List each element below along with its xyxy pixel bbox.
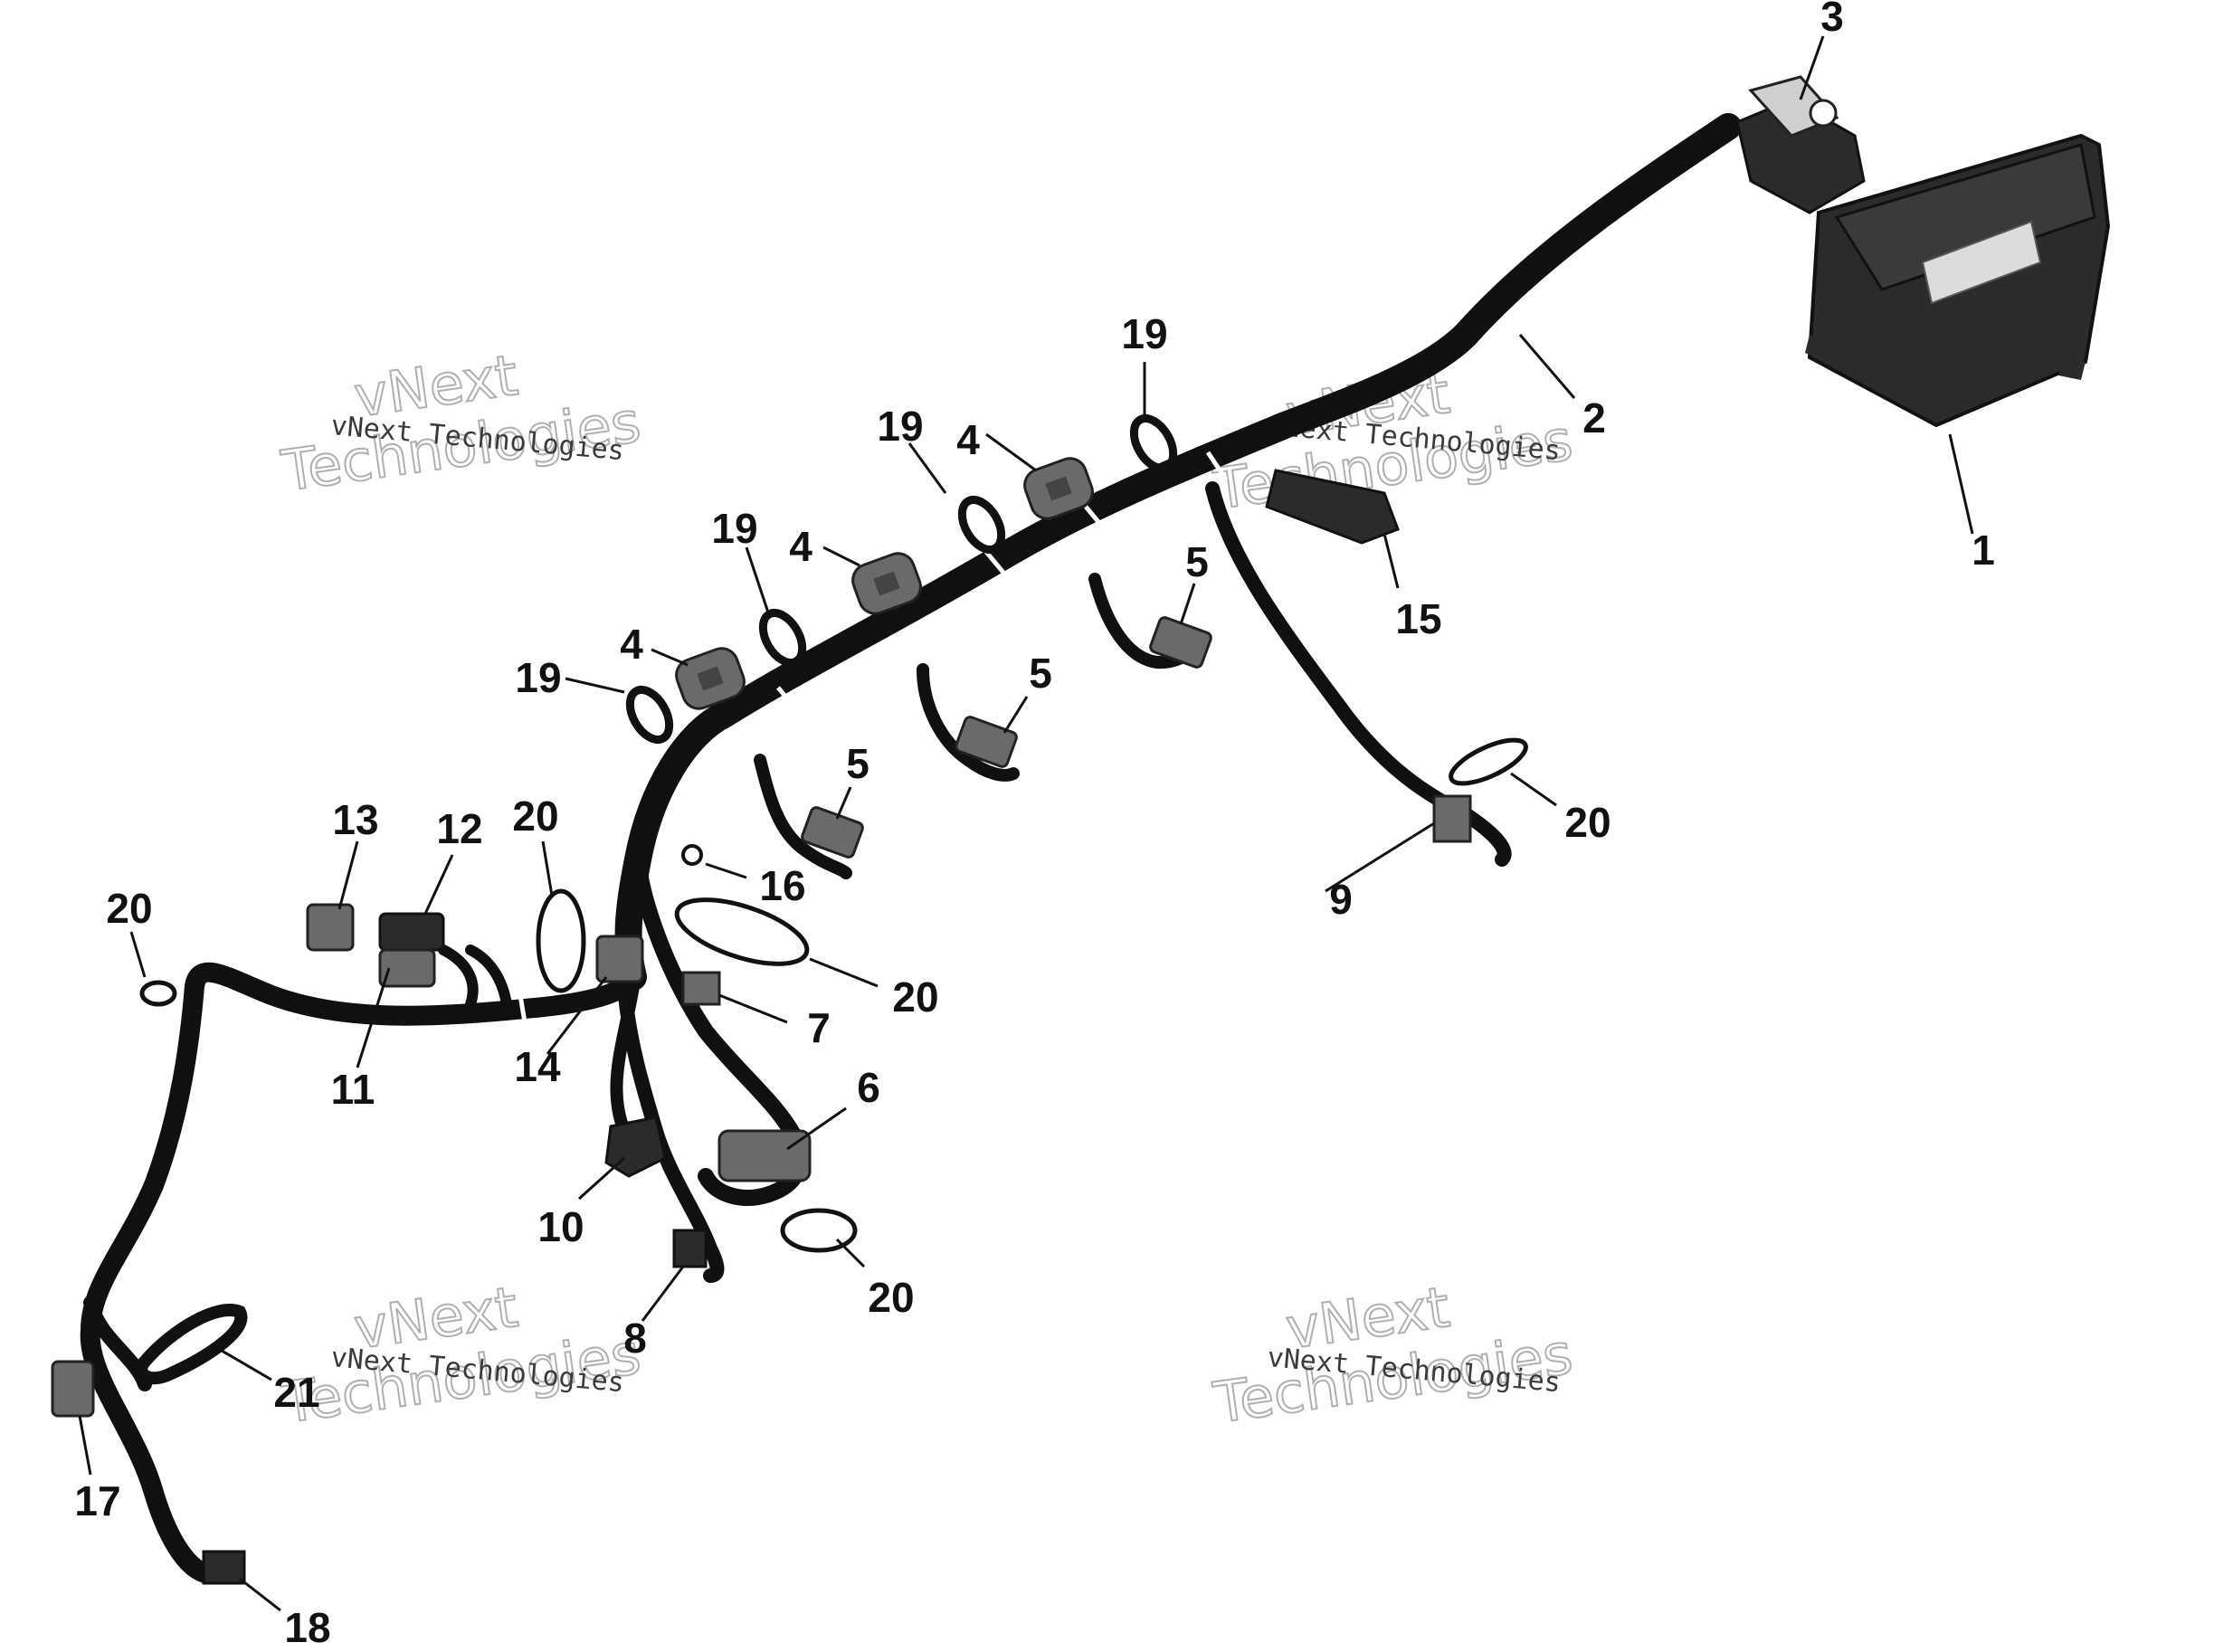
ecm-module xyxy=(1805,133,2111,428)
callout-14: 14 xyxy=(514,1043,561,1090)
callout-21: 21 xyxy=(273,1369,319,1416)
callout-5: 5 xyxy=(846,740,869,787)
callout-20: 20 xyxy=(512,793,558,840)
callout-labels: 1 2 3 4 4 4 5 5 5 19 19 19 19 20 20 20 2… xyxy=(74,0,1994,1651)
callout-2: 2 xyxy=(1582,394,1606,441)
callout-20: 20 xyxy=(1564,799,1611,846)
callout-20: 20 xyxy=(106,885,152,932)
callout-9: 9 xyxy=(1329,876,1353,923)
ecm-connector xyxy=(1735,75,1866,214)
callout-11: 11 xyxy=(331,1066,375,1113)
callout-13: 13 xyxy=(332,796,378,843)
callout-5: 5 xyxy=(1185,538,1209,585)
callout-8: 8 xyxy=(623,1315,647,1362)
callout-18: 18 xyxy=(284,1604,330,1651)
callout-4: 4 xyxy=(620,621,643,668)
callout-4: 4 xyxy=(789,523,812,570)
callout-20: 20 xyxy=(892,973,938,1021)
callout-10: 10 xyxy=(537,1203,584,1250)
callout-12: 12 xyxy=(436,805,482,852)
callout-4: 4 xyxy=(956,416,980,463)
callout-19: 19 xyxy=(1121,310,1167,357)
callout-7: 7 xyxy=(807,1004,831,1051)
callout-17: 17 xyxy=(74,1477,120,1524)
callout-19: 19 xyxy=(711,505,757,552)
callout-16: 16 xyxy=(759,862,805,909)
connector-5-group xyxy=(801,616,1212,859)
callout-20: 20 xyxy=(868,1274,914,1321)
connector-4-group xyxy=(675,457,1094,710)
callout-19: 19 xyxy=(877,403,923,450)
cable-tie-20-group xyxy=(139,737,1528,1253)
component-group xyxy=(51,469,1472,1585)
callout-6: 6 xyxy=(857,1064,880,1111)
leader-lines xyxy=(78,35,1974,1612)
main-harness xyxy=(80,113,1742,1585)
callout-15: 15 xyxy=(1395,595,1441,642)
callout-5: 5 xyxy=(1029,650,1052,697)
callout-3: 3 xyxy=(1820,0,1844,40)
callout-19: 19 xyxy=(515,654,561,701)
callout-1: 1 xyxy=(1972,527,1995,574)
